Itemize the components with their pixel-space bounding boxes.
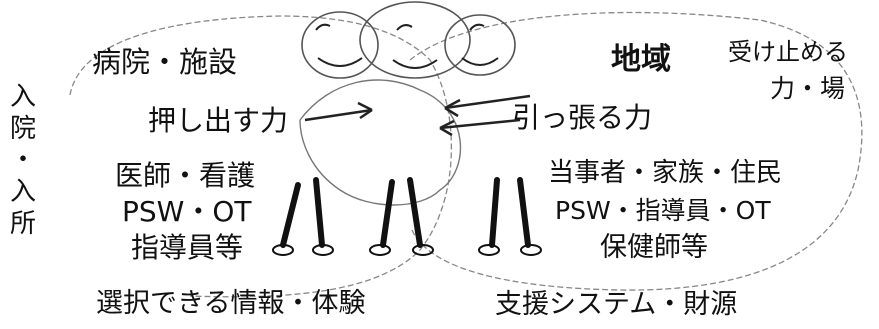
receive-label-line-2: 力・場 bbox=[770, 74, 846, 103]
feet bbox=[272, 244, 542, 256]
staff-line-3: 指導員等 bbox=[131, 231, 244, 264]
pull-force-label: 引っ張る力 bbox=[512, 101, 653, 134]
community-cloud bbox=[409, 11, 863, 291]
push-force-label: 押し出す力 bbox=[148, 104, 289, 137]
person-head-left bbox=[301, 11, 379, 79]
vertical-char: 入 bbox=[10, 177, 37, 208]
person-head-center bbox=[359, 1, 471, 79]
vertical-char: 入 bbox=[10, 82, 37, 112]
pull-arrow bbox=[444, 94, 531, 110]
hospital-cloud bbox=[69, 15, 453, 298]
person-head-right bbox=[444, 14, 516, 76]
person-figures bbox=[301, 1, 516, 79]
legs bbox=[280, 177, 531, 248]
receive-label-line-1: 受け止める bbox=[728, 38, 848, 66]
person-body bbox=[299, 79, 462, 206]
force-arrows bbox=[304, 94, 531, 137]
push-arrow bbox=[304, 108, 373, 122]
admission-vertical-label: 入 院 ・ 入 所 bbox=[10, 82, 37, 241]
vertical-char: 院 bbox=[10, 113, 37, 144]
vertical-char: ・ bbox=[10, 145, 37, 176]
staff-line-2: PSW・OT bbox=[122, 195, 252, 228]
people-line-1: 当事者・家族・住民 bbox=[548, 158, 783, 188]
right-bottom-label: 支援システム・財源 bbox=[495, 289, 738, 320]
people-line-2: PSW・指導員・OT bbox=[555, 196, 771, 225]
vertical-char: 所 bbox=[10, 208, 37, 239]
people-line-3: 保健師等 bbox=[600, 232, 708, 263]
left-bottom-label: 選択できる情報・体験 bbox=[96, 288, 366, 319]
hospital-title: 病院・施設 bbox=[92, 45, 238, 79]
community-title: 地域 bbox=[611, 42, 671, 77]
staff-line-1: 医師・看護 bbox=[115, 159, 256, 192]
